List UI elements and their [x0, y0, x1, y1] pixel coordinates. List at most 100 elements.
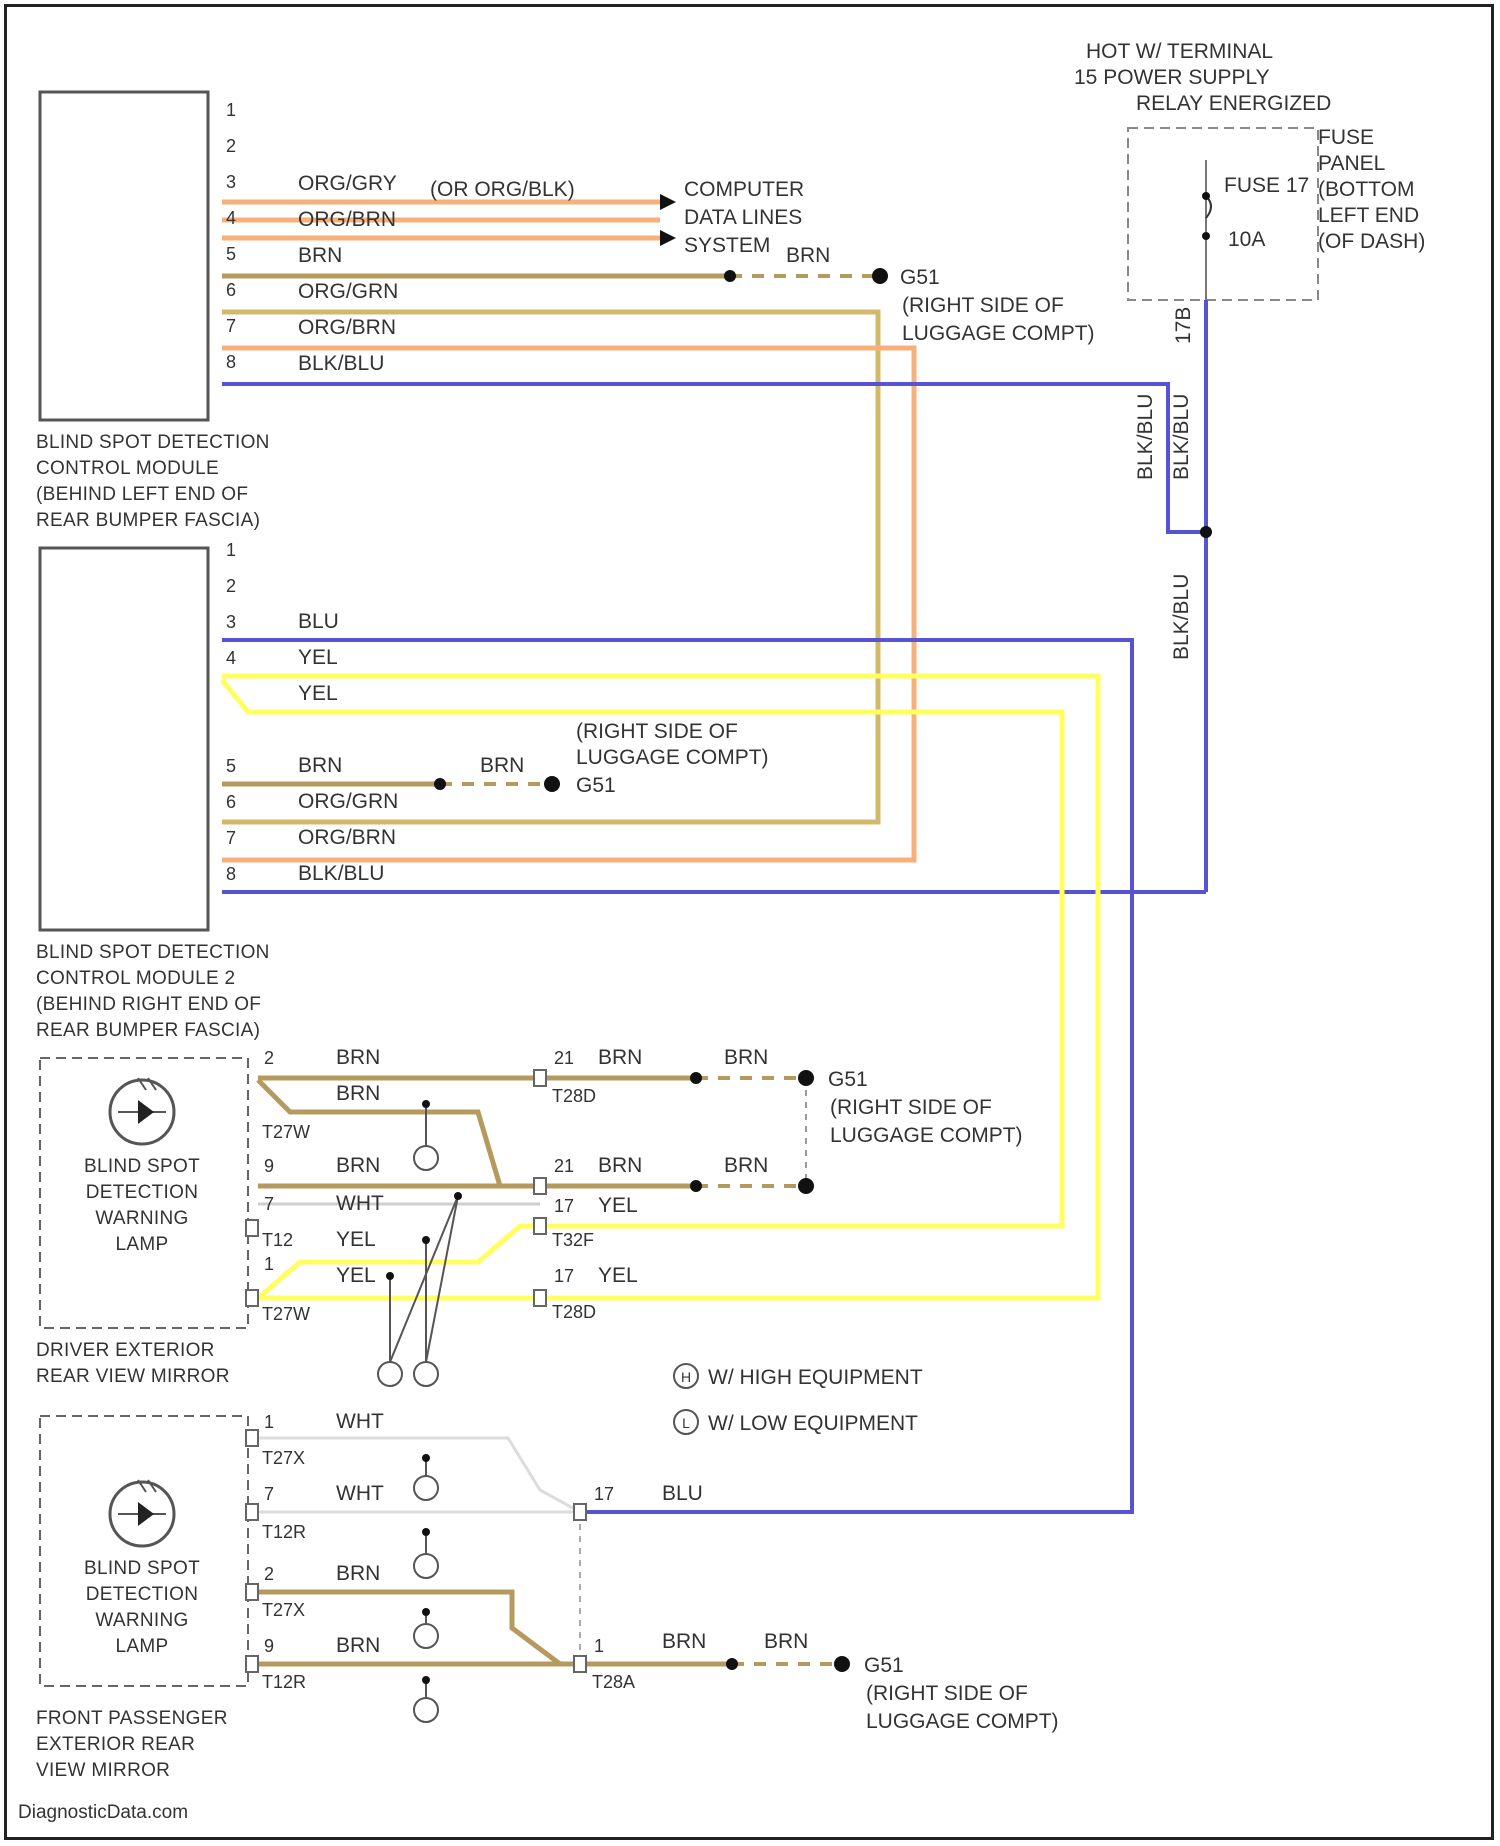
p-rpin-blu: 17 — [594, 1484, 614, 1504]
watermark: DiagnosticData.com — [18, 1802, 188, 1824]
driver-lamp-label: BLIND SPOT DETECTION WARNING LAMP — [84, 1156, 200, 1255]
m1-pin-1: 1 — [226, 100, 236, 120]
splice-p — [726, 1658, 738, 1670]
d-rwire-1: BRN — [598, 1046, 642, 1069]
fuse-panel-3: (BOTTOM — [1318, 178, 1414, 201]
fuse-dot-top — [1202, 192, 1210, 200]
passenger-lamp-label: BLIND SPOT DETECTION WARNING LAMP — [84, 1558, 200, 1657]
p-wire-3: BRN — [336, 1562, 380, 1585]
m1-pin-5: 5 — [226, 244, 236, 264]
d-wire-3: BRN — [336, 1154, 380, 1177]
p-ground-loc-2: LUGGAGE COMPT) — [866, 1710, 1059, 1733]
m1-ground: G51 — [900, 266, 940, 289]
legend-high-sym: H — [681, 1369, 691, 1385]
m2-label-2: CONTROL MODULE 2 — [36, 968, 235, 989]
m2-ground-loc-2: LUGGAGE COMPT) — [576, 746, 769, 769]
d-lamp-1: BLIND SPOT — [84, 1156, 200, 1177]
d-ground: G51 — [828, 1068, 868, 1091]
m1-pin-3: 3 — [226, 172, 236, 192]
d-pin-1: 1 — [264, 1254, 274, 1274]
ground-g51-d2 — [798, 1178, 814, 1194]
d-after-2: BRN — [724, 1154, 768, 1177]
conn-t12r-2 — [246, 1656, 258, 1672]
d-wire-5: YEL — [336, 1228, 376, 1251]
dot-2 — [454, 1192, 462, 1200]
d-lamp-3: WARNING — [95, 1208, 188, 1229]
fuse-panel-4: LEFT END — [1318, 204, 1419, 227]
dot-4 — [386, 1272, 394, 1280]
m1-wire-1: ORG/GRY — [298, 172, 397, 195]
d-conn-t27w-1: T27W — [262, 1122, 310, 1142]
d-conn-t12: T12 — [262, 1230, 293, 1250]
splice-m2 — [434, 778, 446, 790]
splice-d1 — [690, 1072, 702, 1084]
p-after-2: BRN — [764, 1630, 808, 1653]
fuse-name: FUSE 17 — [1224, 174, 1309, 197]
m2-ground-loc-1: (RIGHT SIDE OF — [576, 720, 738, 743]
power-heading-3: RELAY ENERGIZED — [1136, 92, 1331, 115]
d-wire-2: BRN — [336, 1082, 380, 1105]
conn-t27x-2 — [246, 1584, 258, 1600]
ground-g51-m1 — [872, 268, 888, 284]
m2-label-1: BLIND SPOT DETECTION — [36, 942, 270, 963]
d-label-2: REAR VIEW MIRROR — [36, 1366, 230, 1387]
module1-box — [40, 92, 208, 420]
d-ground-loc-1: (RIGHT SIDE OF — [830, 1096, 992, 1119]
m1-wire-6: BLK/BLU — [298, 352, 384, 375]
m2-ground: G51 — [576, 774, 616, 797]
d-rpin-1: 21 — [554, 1048, 574, 1068]
m2-label-4: REAR BUMPER FASCIA) — [36, 1020, 260, 1041]
conn-t27w — [246, 1290, 258, 1306]
p-lamp-4: LAMP — [116, 1636, 169, 1657]
p-rwire-blu: BLU — [662, 1482, 703, 1505]
conn-t32f — [534, 1218, 546, 1234]
p-rpin-brn: 1 — [594, 1636, 604, 1656]
wire-blk-blu-m1 — [222, 384, 1206, 532]
conn-t27x-1 — [246, 1430, 258, 1446]
ground-g51-d1 — [798, 1070, 814, 1086]
conn-t12 — [246, 1220, 258, 1236]
m1-wire-3: BRN — [298, 244, 342, 267]
p-pin-2: 2 — [264, 1564, 274, 1584]
driver-wire-labels: BRN BRN BRN WHT YEL YEL BRN BRN YEL YEL … — [336, 1046, 1023, 1287]
p-label-2: EXTERIOR REAR — [36, 1734, 195, 1755]
m2-pin-2: 2 — [226, 576, 236, 596]
p-conn-2: T12R — [262, 1522, 306, 1542]
p-lamp-3: WARNING — [95, 1610, 188, 1631]
ground-g51-p — [834, 1656, 850, 1672]
p-label-1: FRONT PASSENGER — [36, 1708, 228, 1729]
d-conn-t27w-2: T27W — [262, 1304, 310, 1324]
p-lamp-2: DETECTION — [86, 1584, 198, 1605]
m2-pin-6: 6 — [226, 792, 236, 812]
fuse-rating: 10A — [1228, 228, 1265, 251]
p-pin-1: 1 — [264, 1412, 274, 1432]
module2-pins: 1 2 3 4 5 6 7 8 — [226, 540, 236, 884]
m1-pin-4: 4 — [226, 208, 236, 228]
legend-low: W/ LOW EQUIPMENT — [708, 1412, 918, 1435]
d-after-1: BRN — [724, 1046, 768, 1069]
m2-wire-yel-2: YEL — [298, 682, 338, 705]
p-after-1: BRN — [662, 1630, 706, 1653]
d-label-1: DRIVER EXTERIOR — [36, 1340, 215, 1361]
wire-17b-label: 17B — [1172, 307, 1195, 344]
wire-blkblu-label-c: BLK/BLU — [1170, 574, 1193, 660]
passenger-option-symbols — [414, 1454, 438, 1722]
p-ground-loc-1: (RIGHT SIDE OF — [866, 1682, 1028, 1705]
d-rconn-1: T28D — [552, 1086, 596, 1106]
wire-blkblu-label-b: BLK/BLU — [1170, 394, 1193, 480]
power-heading-1: HOT W/ TERMINAL — [1086, 40, 1273, 63]
p-conn-1: T27X — [262, 1448, 305, 1468]
m1-pin-6: 6 — [226, 280, 236, 300]
m2-label-3: (BEHIND RIGHT END OF — [36, 994, 261, 1015]
d-rconn-2: T32F — [552, 1230, 594, 1250]
m1-label-2: CONTROL MODULE — [36, 458, 219, 479]
fuse-panel-1: FUSE — [1318, 126, 1374, 149]
arrow-data-1 — [660, 194, 676, 210]
p-ground: G51 — [864, 1654, 904, 1677]
m2-wire-blu: BLU — [298, 610, 339, 633]
p-wire-4: BRN — [336, 1634, 380, 1657]
module2-box — [40, 548, 208, 930]
m1-label-3: (BEHIND LEFT END OF — [36, 484, 248, 505]
p-conn-4: T12R — [262, 1672, 306, 1692]
